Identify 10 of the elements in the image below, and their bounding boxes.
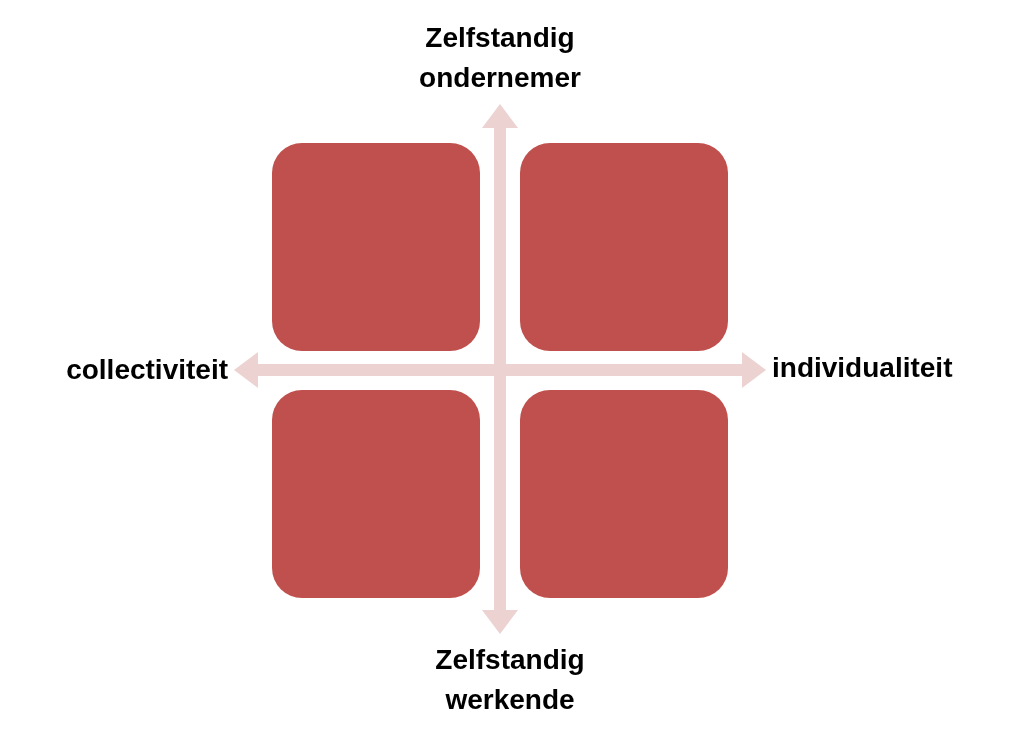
axis-label: collectiviteit <box>65 353 228 387</box>
quadrant-box <box>520 390 728 598</box>
axis-label: individualiteit <box>772 351 954 385</box>
block-arrow <box>234 352 766 388</box>
quadrant-box <box>272 143 480 351</box>
axis-label: Zelfstandig werkende <box>434 643 586 717</box>
quadrant-box <box>272 390 480 598</box>
quadrant-box <box>520 143 728 351</box>
axis-label: Zelfstandig ondernemer <box>418 21 582 95</box>
block-arrow <box>482 104 518 634</box>
